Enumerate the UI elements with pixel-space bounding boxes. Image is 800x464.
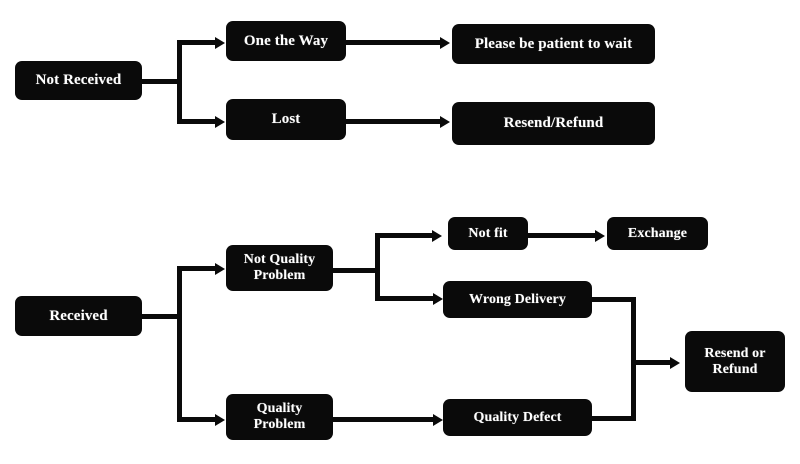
edge-not-received-to-on-the-way bbox=[177, 40, 219, 45]
arrowhead-to-on-the-way bbox=[215, 36, 225, 49]
edge-not-quality-to-wrong-delivery bbox=[375, 296, 436, 301]
arrowhead-to-resend-refund bbox=[440, 115, 450, 128]
edge-quality-defect-to-merge bbox=[592, 416, 636, 421]
node-quality-defect[interactable]: Quality Defect bbox=[443, 399, 592, 436]
edge-lost-to-resend-refund bbox=[346, 119, 444, 124]
edge-quality-problem-to-quality-defect bbox=[333, 417, 436, 422]
node-not-fit[interactable]: Not fit bbox=[448, 217, 528, 250]
node-exchange[interactable]: Exchange bbox=[607, 217, 708, 250]
node-not-quality-problem-line-1: Not Quality bbox=[243, 252, 316, 268]
node-one-the-way[interactable]: One the Way bbox=[226, 21, 346, 61]
edge-merge-vertical bbox=[631, 297, 636, 421]
edge-not-quality-to-not-fit bbox=[375, 233, 435, 238]
arrowhead-to-lost bbox=[215, 115, 225, 128]
arrowhead-to-not-fit bbox=[432, 229, 442, 242]
node-not-quality-problem-line-2: Problem bbox=[253, 268, 306, 283]
arrowhead-to-resend-or-refund bbox=[670, 356, 680, 369]
arrowhead-to-patient bbox=[440, 36, 450, 49]
arrowhead-to-not-quality-problem bbox=[215, 262, 225, 275]
node-resend-or-refund-line-1: Resend or bbox=[704, 345, 766, 361]
edge-received-fork-vertical bbox=[177, 266, 182, 422]
node-resend-refund[interactable]: Resend/Refund bbox=[452, 102, 655, 145]
edge-not-received-stem bbox=[142, 79, 182, 84]
edge-on-the-way-to-patient bbox=[346, 40, 444, 45]
node-quality-problem-line-1: Quality bbox=[256, 401, 303, 417]
node-resend-or-refund-line-2: Refund bbox=[712, 361, 758, 377]
edge-not-received-to-lost bbox=[177, 119, 219, 124]
node-please-be-patient-to-wait[interactable]: Please be patient to wait bbox=[452, 24, 655, 64]
node-not-received[interactable]: Not Received bbox=[15, 61, 142, 100]
edge-received-to-not-quality-problem bbox=[177, 266, 219, 271]
edge-not-fit-to-exchange bbox=[528, 233, 598, 238]
edge-not-quality-fork-vertical bbox=[375, 233, 380, 301]
edge-not-received-fork-vertical bbox=[177, 40, 182, 124]
edge-received-to-quality-problem bbox=[177, 417, 219, 422]
node-received[interactable]: Received bbox=[15, 296, 142, 336]
node-quality-problem-line-2: Problem bbox=[253, 417, 306, 432]
arrowhead-to-quality-problem bbox=[215, 413, 225, 426]
arrowhead-to-exchange bbox=[595, 229, 605, 242]
edge-received-stem bbox=[142, 314, 182, 319]
node-quality-problem[interactable]: Quality Problem bbox=[226, 394, 333, 440]
node-resend-or-refund[interactable]: Resend or Refund bbox=[685, 331, 785, 392]
arrowhead-to-quality-defect bbox=[433, 413, 443, 426]
node-wrong-delivery[interactable]: Wrong Delivery bbox=[443, 281, 592, 318]
edge-merge-to-resend-or-refund bbox=[631, 360, 673, 365]
edge-not-quality-problem-stem bbox=[333, 268, 380, 273]
node-not-quality-problem[interactable]: Not Quality Problem bbox=[226, 245, 333, 291]
node-lost[interactable]: Lost bbox=[226, 99, 346, 140]
arrowhead-to-wrong-delivery bbox=[433, 292, 443, 305]
edge-wrong-delivery-to-merge bbox=[592, 297, 636, 302]
